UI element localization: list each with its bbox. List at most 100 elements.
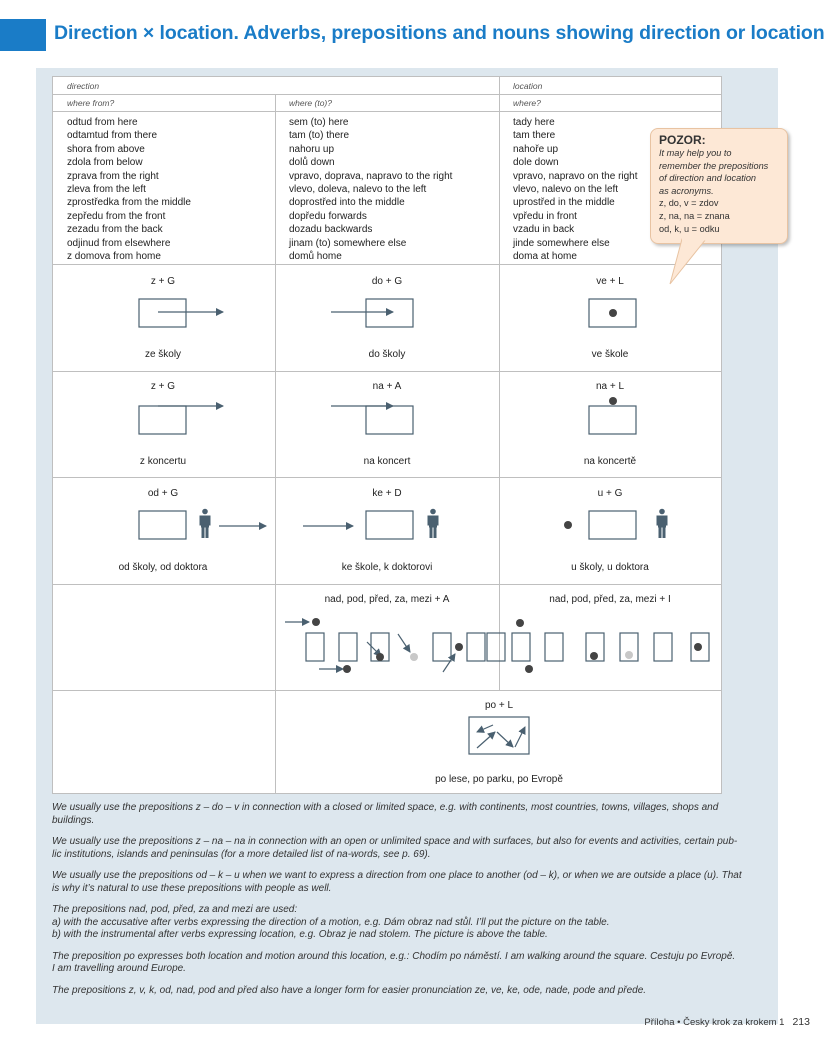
dot-icon — [516, 619, 524, 627]
grid-line — [53, 371, 721, 372]
list-item: z domova from home — [67, 251, 161, 263]
dot-icon — [455, 643, 463, 651]
arrow-icon — [442, 653, 456, 673]
list-item: zprava from the right — [67, 170, 159, 182]
grid-line — [53, 584, 721, 585]
list-item: zprostředka from the middle — [67, 197, 191, 209]
list-item: tam there — [513, 130, 556, 142]
box-icon — [338, 632, 358, 662]
page-number: 213 — [792, 1016, 810, 1028]
prep-label: z + G — [150, 276, 176, 287]
header-location: location — [513, 81, 543, 91]
preposition-table: direction location where from? where (to… — [52, 76, 722, 794]
pozor-callout: POZOR: It may help you to remember the p… — [650, 128, 788, 244]
box-icon — [544, 632, 564, 662]
list-item: vpředu in front — [513, 210, 577, 222]
box-icon — [138, 298, 187, 328]
dot-icon — [525, 665, 533, 673]
example-label: ve škole — [591, 349, 629, 360]
list-item: dopředu forwards — [289, 210, 367, 222]
box-icon — [466, 632, 486, 662]
box-icon — [585, 632, 605, 662]
note-text: We usually use the prepositions od – k –… — [52, 870, 742, 881]
box-icon — [138, 510, 187, 540]
header-direction: direction — [67, 81, 100, 91]
list-item: dole down — [513, 157, 559, 169]
prep-label: u + G — [597, 488, 623, 499]
dot-icon — [312, 618, 320, 626]
box-icon — [486, 632, 506, 662]
note-paragraph: We usually use the prepositions od – k –… — [52, 870, 762, 895]
box-icon — [511, 632, 531, 662]
dot-icon — [376, 653, 384, 661]
list-item: vpravo, doprava, napravo to the right — [289, 170, 453, 182]
prep-label: do + G — [371, 276, 403, 287]
list-item: jinam (to) somewhere else — [289, 237, 407, 249]
grid-line — [53, 111, 721, 112]
note-paragraph: The prepositions nad, pod, před, za and … — [52, 904, 762, 942]
list-item: tam (to) there — [289, 130, 350, 142]
list-item: zleva from the left — [67, 184, 146, 196]
list-item: domů home — [289, 251, 342, 263]
grid-line — [53, 94, 721, 95]
prep-label: z + G — [150, 381, 176, 392]
header-where: where? — [513, 98, 541, 108]
list-item: zdola from below — [67, 157, 143, 169]
arrow-icon — [496, 731, 514, 748]
list-item: nahoře up — [513, 143, 559, 155]
person-icon — [656, 508, 668, 538]
box-icon — [588, 510, 637, 540]
list-item: odjinud from elsewhere — [67, 237, 171, 249]
note-text: b) with the instrumental after verbs exp… — [52, 929, 548, 940]
example-label: ze školy — [144, 349, 182, 360]
note-paragraph: We usually use the prepositions z – do –… — [52, 802, 762, 827]
box-icon — [588, 298, 637, 328]
person-icon — [427, 508, 439, 538]
note-text: We usually use the prepositions z – do –… — [52, 802, 719, 826]
list-item: doprostřed into the middle — [289, 197, 405, 209]
list-item: tady here — [513, 117, 555, 128]
dot-icon — [625, 651, 633, 659]
callout-tail — [669, 238, 708, 285]
box-icon — [619, 632, 639, 662]
list-item: doma at home — [513, 251, 577, 263]
arrow-icon — [476, 731, 496, 749]
title-accent-bar — [0, 19, 46, 51]
list-item: dozadu backwards — [289, 224, 373, 236]
pozor-acronym: z, na, na = znana — [659, 210, 730, 221]
example-label: u školy, u doktora — [571, 562, 649, 573]
usage-notes: We usually use the prepositions z – do –… — [52, 802, 762, 1006]
note-text: I am travelling around Europe. — [52, 963, 186, 974]
pozor-acronym: od, k, u = odku — [659, 223, 720, 234]
list-item: vlevo, doleva, nalevo to the left — [289, 184, 427, 196]
note-text: The prepositions z, v, k, od, nad, pod a… — [52, 984, 647, 996]
note-paragraph: The preposition po expresses both locati… — [52, 951, 762, 976]
preposition-diagrams — [138, 298, 710, 755]
grid-line — [499, 77, 500, 690]
prep-label: nad, pod, před, za, mezi + A — [324, 594, 450, 605]
note-text: The preposition po expresses both locati… — [52, 950, 736, 962]
box-icon — [432, 632, 452, 662]
header-where-from: where from? — [67, 98, 115, 108]
prep-label: nad, pod, před, za, mezi + I — [549, 594, 671, 605]
note-paragraph: The prepositions z, v, k, od, nad, pod a… — [52, 985, 762, 998]
dot-icon — [564, 521, 572, 529]
list-item: uprostřed in the middle — [513, 197, 615, 209]
box-icon — [653, 632, 673, 662]
pozor-acronym: z, do, v = zdov — [659, 198, 719, 209]
dot-icon — [410, 653, 418, 661]
list-to: sem (to) here tam (to) there nahoru up d… — [275, 116, 499, 263]
example-label: do školy — [368, 349, 406, 360]
list-item: shora from above — [67, 143, 145, 155]
list-item: odtamtud from there — [67, 130, 158, 142]
box-icon — [365, 405, 414, 435]
pozor-text: of direction and location — [659, 173, 757, 184]
example-label: po lese, po parku, po Evropě — [435, 774, 563, 785]
list-item: vlevo, nalevo on the left — [513, 184, 619, 196]
list-item: sem (to) here — [289, 117, 349, 128]
arrow-icon — [476, 724, 494, 733]
box-icon — [468, 716, 530, 755]
prep-label: na + L — [595, 381, 625, 392]
list-item: jinde somewhere else — [513, 237, 610, 249]
